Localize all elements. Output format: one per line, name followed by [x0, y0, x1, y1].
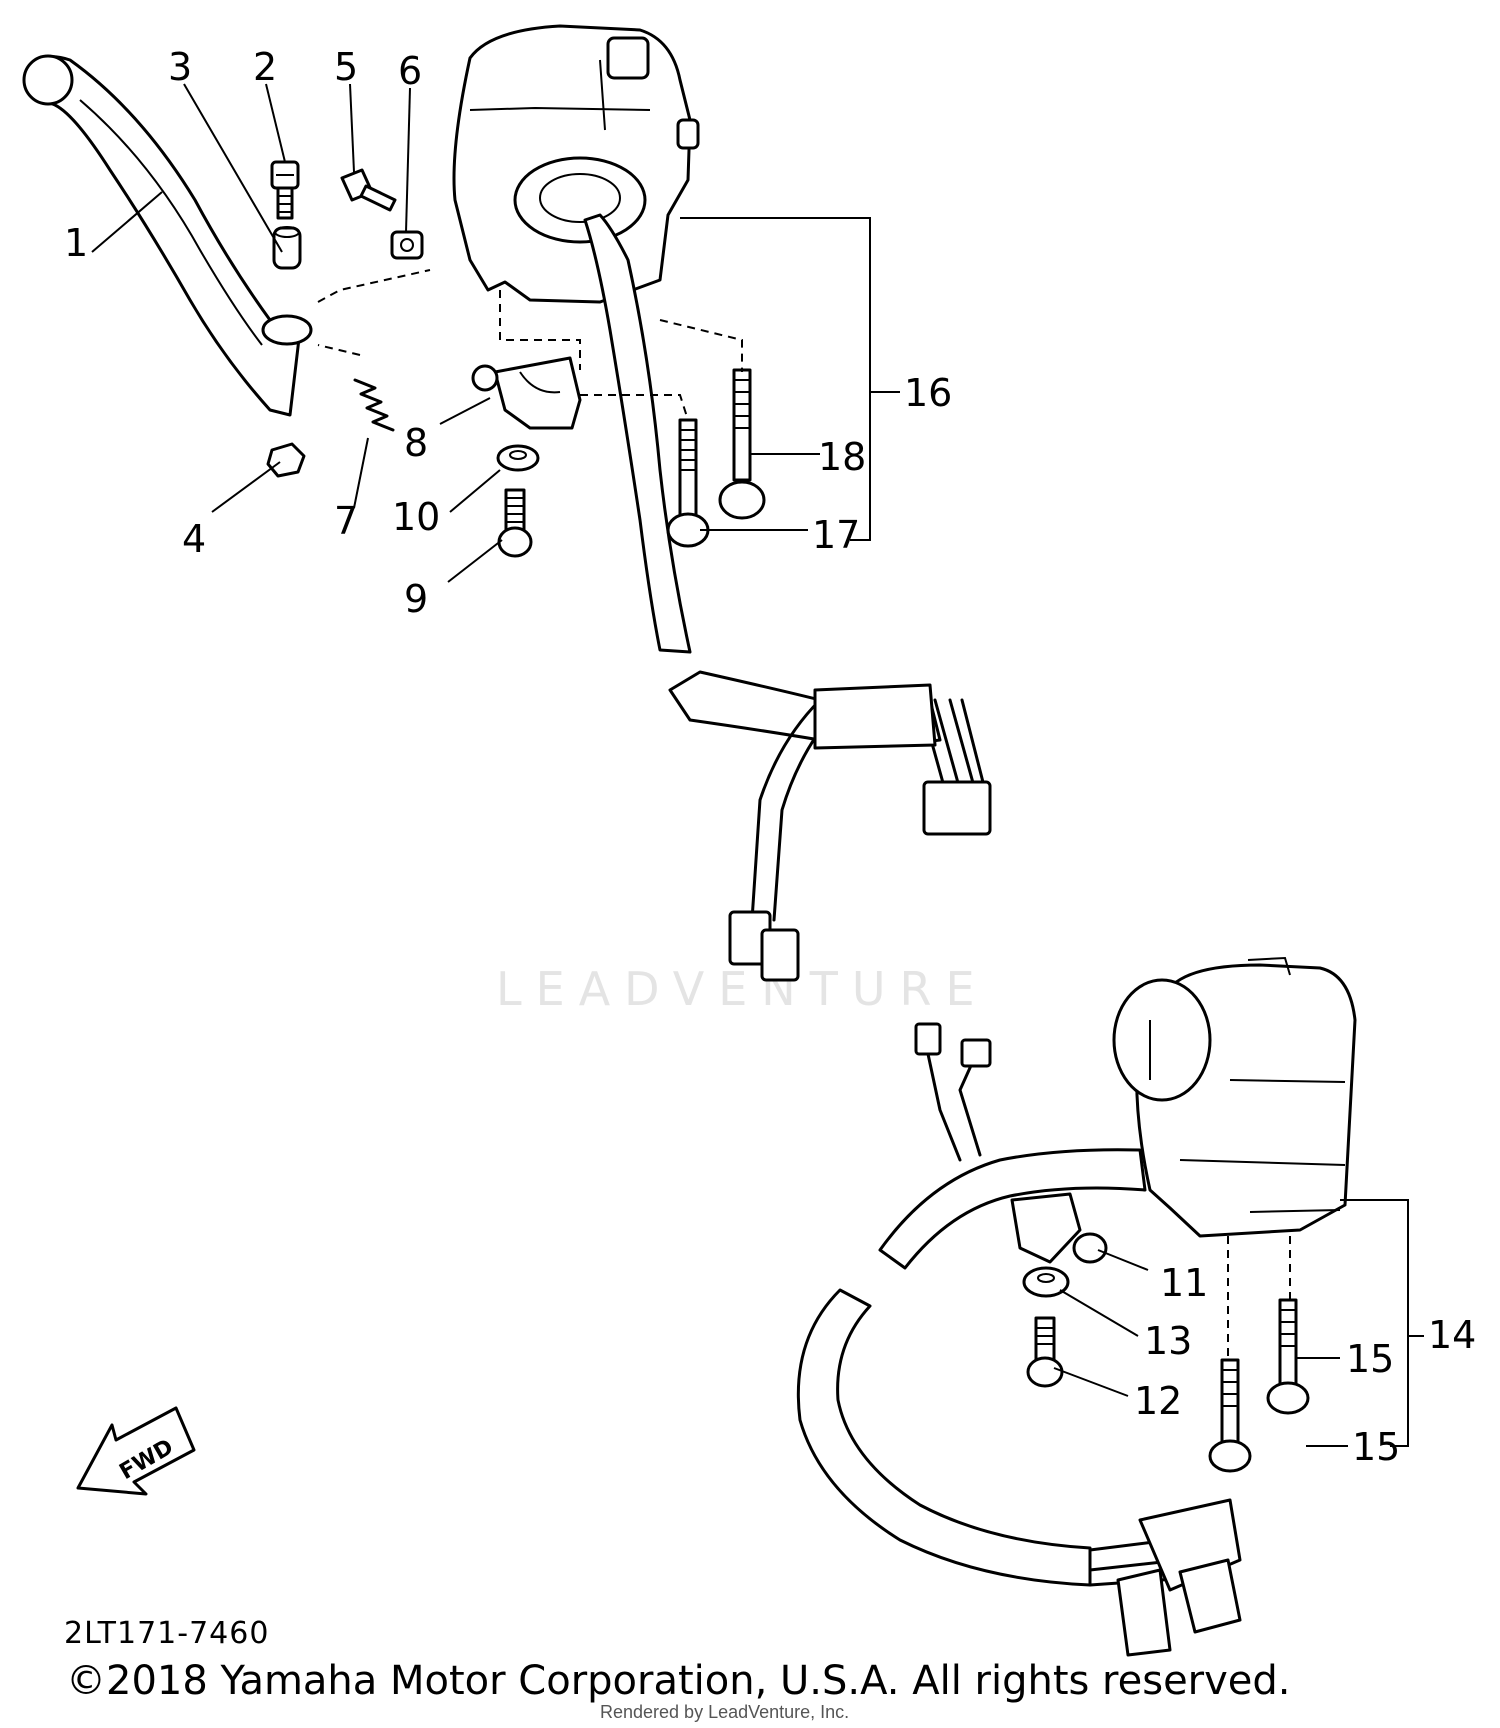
nut-part-4: [266, 442, 306, 478]
screw-part-12: [1026, 1316, 1064, 1388]
callout-12: 12: [1134, 1379, 1182, 1423]
bracket-14: [1340, 1199, 1424, 1447]
callout-17: 17: [812, 513, 860, 557]
assembly-lines-upper: [317, 269, 743, 421]
left-switch-housing: [452, 24, 700, 304]
washer-part-13: [1022, 1266, 1070, 1298]
part-code: 2LT171-7460: [64, 1616, 270, 1651]
callout-16: 16: [904, 371, 952, 415]
copyright-notice: ©2018 Yamaha Motor Corporation, U.S.A. A…: [66, 1658, 1291, 1704]
bolt-part-5: [340, 168, 397, 212]
bolt-part-2: [270, 160, 300, 220]
switch-part-8: [471, 356, 582, 430]
rendered-by-notice: Rendered by LeadVenture, Inc.: [600, 1702, 850, 1722]
assembly-lines-lower: [1227, 1236, 1291, 1360]
screw-part-15-b: [1208, 1358, 1252, 1473]
callout-15-a: 15: [1346, 1337, 1394, 1381]
switch-part-11: [1010, 1192, 1108, 1264]
callout-9: 9: [404, 577, 428, 621]
leader-lines: [91, 83, 1348, 1447]
screw-part-17: [666, 418, 710, 548]
callout-3: 3: [168, 45, 192, 89]
bracket-16: [680, 217, 900, 541]
right-cable: [796, 1022, 1242, 1657]
screw-part-9: [497, 488, 533, 558]
callout-1: 1: [64, 221, 88, 265]
callout-2: 2: [253, 45, 277, 89]
callout-13: 13: [1144, 1319, 1192, 1363]
callout-15-b: 15: [1352, 1425, 1400, 1469]
nut-part-6: [390, 230, 424, 260]
lever-part: [22, 54, 313, 417]
callout-4: 4: [182, 517, 206, 561]
right-switch-housing: [1112, 956, 1357, 1238]
collar-part-3: [272, 226, 302, 270]
callout-5: 5: [334, 45, 358, 89]
callout-8: 8: [404, 421, 428, 465]
spring-part-7: [353, 378, 395, 432]
washer-part-10: [496, 444, 540, 472]
callout-6: 6: [398, 49, 422, 93]
callout-18: 18: [818, 435, 866, 479]
left-cable: [583, 213, 992, 982]
callout-11: 11: [1160, 1261, 1208, 1305]
screw-part-15-a: [1266, 1298, 1310, 1415]
callout-14: 14: [1428, 1313, 1476, 1357]
callout-7: 7: [334, 499, 358, 543]
screw-part-18: [718, 368, 766, 520]
callout-10: 10: [392, 495, 440, 539]
forward-arrow: FWD: [76, 1406, 196, 1496]
watermark: LEADVENTURE: [496, 962, 989, 1016]
